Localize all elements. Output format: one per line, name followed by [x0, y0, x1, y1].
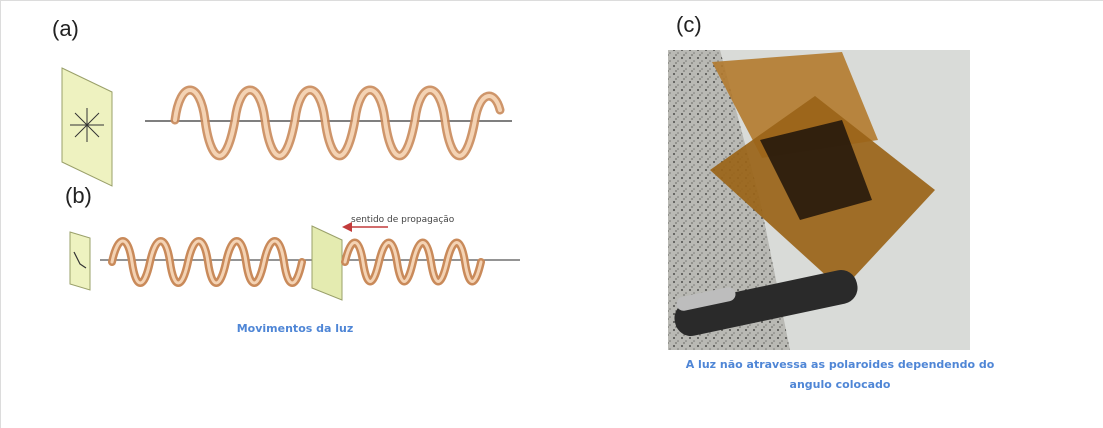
caption-right-line1: A luz não atravessa as polaroides depend… [620, 358, 1060, 371]
polaroid-photo [668, 50, 970, 350]
polarizer-a [62, 68, 112, 186]
caption-right-line2: angulo colocado [620, 378, 1060, 391]
caption-left: Movimentos da luz [200, 322, 390, 335]
polarizer-b1 [70, 232, 90, 290]
propagation-direction-label: sentido de propagação [351, 215, 526, 225]
unpolarized-rays-icon [70, 108, 104, 142]
polarizer-b2 [312, 226, 342, 300]
